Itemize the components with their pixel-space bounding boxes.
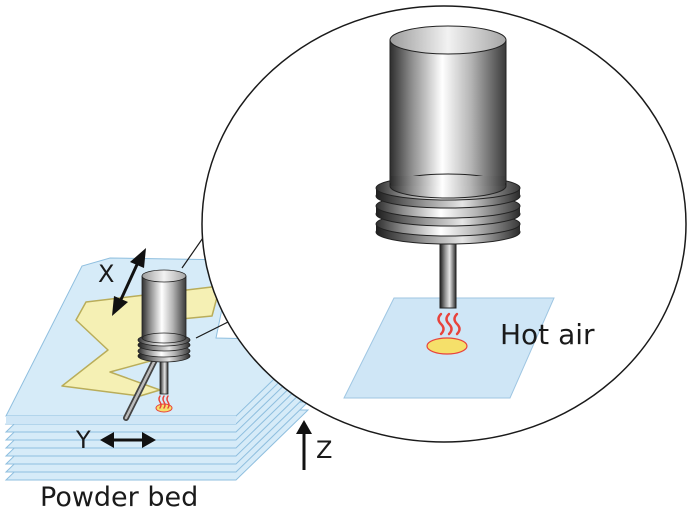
hot-air-label: Hot air — [500, 318, 595, 351]
nozzle-tip — [439, 243, 457, 309]
z-axis-arrow — [296, 420, 312, 470]
z-axis-label: Z — [316, 436, 332, 464]
heater-cylinder — [389, 25, 507, 199]
y-axis-arrow — [100, 432, 156, 448]
x-axis-arrow — [112, 248, 146, 316]
magnified-view — [201, 5, 687, 443]
hot-air-waves — [437, 312, 461, 336]
y-axis-label: Y — [75, 426, 91, 454]
small-nozzle — [123, 269, 191, 421]
heated-spot — [426, 337, 468, 355]
x-axis-label: X — [98, 260, 114, 288]
powder-bed-label: Powder bed — [40, 482, 198, 513]
